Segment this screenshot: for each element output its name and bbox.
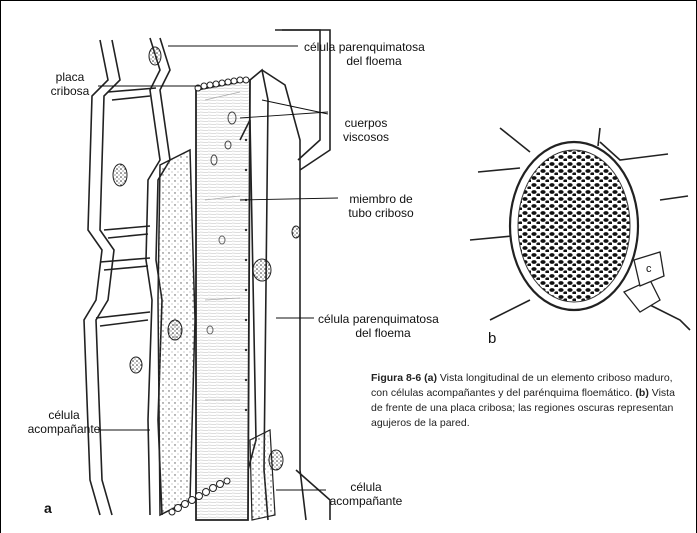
figure-caption: Figura 8-6 (a) Vista longitudinal de un … xyxy=(371,371,687,431)
label-parenchyma-top-line1: célula parenquimatosa xyxy=(304,40,444,54)
label-companion-left-line1: célula xyxy=(26,408,102,422)
label-parenchyma-top: célula parenquimatosa del floema xyxy=(304,40,444,68)
label-sieve-plate-line1: placa xyxy=(44,70,96,84)
label-companion-left: célula acompañante xyxy=(26,408,102,436)
label-companion-left-line2: acompañante xyxy=(26,422,102,436)
label-sieve-tube-member-line2: tubo criboso xyxy=(340,206,422,220)
label-companion-bottom-line2: acompañante xyxy=(326,494,406,508)
label-viscous-bodies-line2: viscosos xyxy=(334,130,398,144)
label-cell-c: c xyxy=(646,262,652,276)
label-sieve-tube-member-line1: miembro de xyxy=(340,192,422,206)
label-sieve-plate-line2: cribosa xyxy=(44,84,96,98)
label-parenchyma-mid-line1: célula parenquimatosa xyxy=(318,312,448,326)
caption-part-a-label: (a) xyxy=(424,372,437,384)
label-sieve-tube-member: miembro de tubo criboso xyxy=(340,192,422,220)
label-companion-bottom: célula acompañante xyxy=(326,480,406,508)
label-sieve-plate: placa cribosa xyxy=(44,70,96,98)
label-viscous-bodies-line1: cuerpos xyxy=(334,116,398,130)
label-companion-bottom-line1: célula xyxy=(326,480,406,494)
label-parenchyma-mid-line2: del floema xyxy=(318,326,448,340)
label-parenchyma-top-line2: del floema xyxy=(304,54,444,68)
caption-figure-label: Figura 8-6 xyxy=(371,372,421,384)
label-parenchyma-mid: célula parenquimatosa del floema xyxy=(318,312,448,340)
panel-a-letter: a xyxy=(44,500,52,516)
panel-b-letter: b xyxy=(488,330,496,347)
caption-part-b-label: (b) xyxy=(635,387,648,399)
label-viscous-bodies: cuerpos viscosos xyxy=(334,116,398,144)
